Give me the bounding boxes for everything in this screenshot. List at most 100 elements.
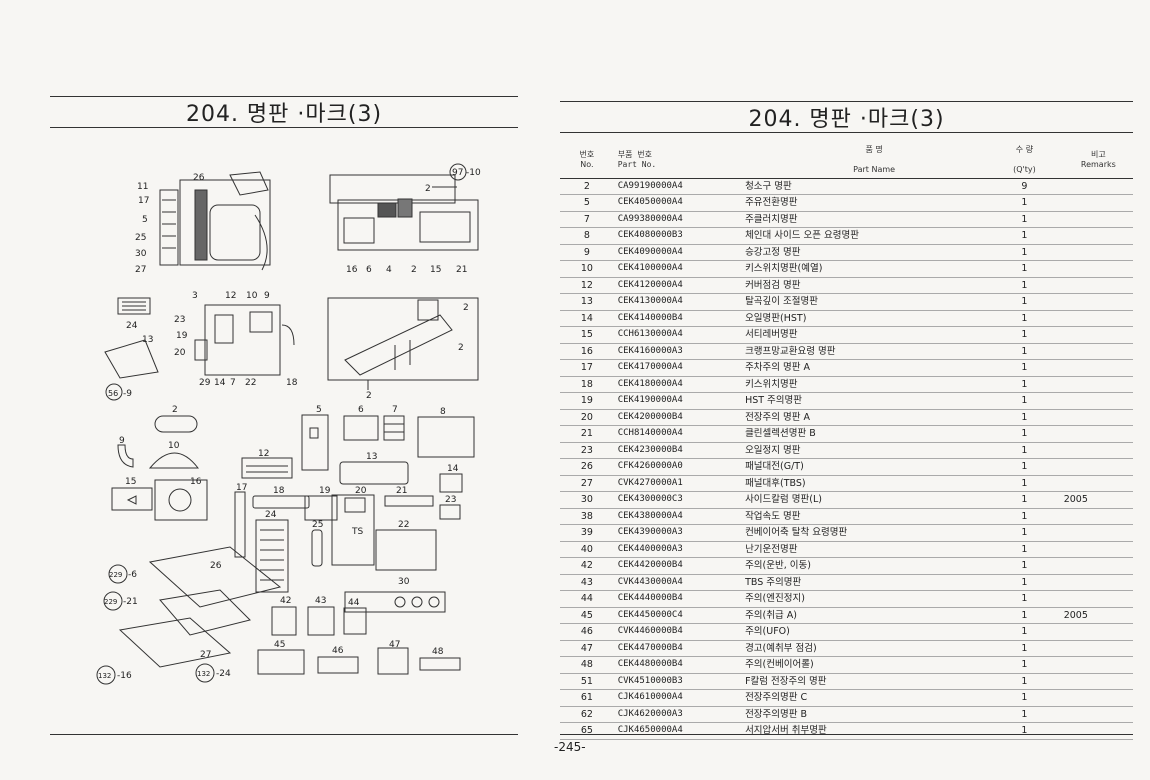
cell-part-no: CEK4390000A3 — [613, 524, 740, 542]
cell-part-name: 키스위치명판(예열) — [739, 260, 1004, 278]
cell-remarks — [1045, 590, 1133, 608]
kit-132b: 132 — [197, 670, 210, 678]
plate-19: 19 — [319, 486, 331, 496]
cell-no: 61 — [560, 689, 614, 707]
cell-no: 23 — [560, 442, 614, 459]
cell-part-name: 주유전환명판 — [739, 194, 1004, 212]
cell-no: 43 — [560, 574, 614, 591]
cell-part-no: CEK4470000B4 — [613, 640, 740, 657]
cell-part-name: 전장주의 명판 A — [739, 409, 1004, 426]
cell-no: 65 — [560, 722, 614, 740]
cell-part-name: 작업속도 명판 — [739, 508, 1004, 525]
cell-qty: 1 — [1003, 557, 1046, 575]
cell-remarks — [1045, 376, 1133, 393]
cell-part-name: 주의(엔진정지) — [739, 590, 1004, 608]
cell-no: 13 — [560, 293, 614, 311]
cell-remarks — [1045, 689, 1133, 707]
cell-part-no: CEK4140000B4 — [613, 310, 740, 327]
cell-no: 16 — [560, 343, 614, 360]
callout-5: 5 — [142, 215, 148, 225]
cell-part-no: CEK4440000B4 — [613, 590, 740, 608]
right-page: 204. 명판 ·마크(3) 번호 No. 부품 번호 Part No. 품 명… — [554, 0, 1150, 780]
kit-24: -24 — [216, 669, 231, 679]
cell-remarks — [1045, 508, 1133, 525]
plate-43: 43 — [315, 596, 326, 606]
cell-part-name: 전장주의명판 C — [739, 689, 1004, 707]
callout-26: 26 — [193, 173, 205, 183]
cell-no: 5 — [560, 194, 614, 212]
cell-part-name: 주클러치명판 — [739, 211, 1004, 228]
cell-qty: 1 — [1003, 442, 1046, 459]
cell-no: 7 — [560, 211, 614, 228]
cell-part-name: 난기운전명판 — [739, 541, 1004, 558]
cell-no: 15 — [560, 326, 614, 344]
cell-qty: 1 — [1003, 409, 1046, 426]
callout-12: 12 — [225, 291, 236, 301]
cell-part-no: CVK4270000A1 — [613, 475, 740, 492]
plate-22: 22 — [398, 520, 409, 530]
cell-qty: 1 — [1003, 343, 1046, 360]
cell-part-no: CEK4300000C3 — [613, 491, 740, 509]
callout-2a: 2 — [425, 184, 431, 194]
plate-18: 18 — [273, 486, 285, 496]
cell-part-name: 주의(컨베이어롤) — [739, 656, 1004, 674]
cell-part-no: CEK4480000B4 — [613, 656, 740, 674]
cell-qty: 1 — [1003, 211, 1046, 228]
cell-part-no: CEK4230000B4 — [613, 442, 740, 459]
callout-9b: -9 — [123, 389, 132, 399]
callout-2c: 2 — [463, 303, 469, 313]
cell-qty: 1 — [1003, 623, 1046, 641]
plate-26: 26 — [210, 561, 222, 571]
cell-remarks — [1045, 293, 1133, 311]
plate-12: 12 — [258, 449, 269, 459]
cell-part-name: 컨베이어축 탈착 요령명판 — [739, 524, 1004, 542]
left-page: 204. 명판 ·마크(3) 11 17 26 5 25 30 27 — [0, 0, 560, 780]
cell-part-name: 서지압서버 취부명판 — [739, 722, 1004, 740]
cell-remarks — [1045, 178, 1133, 195]
callout-2d: 2 — [458, 343, 464, 353]
cell-part-no: CEK4190000A4 — [613, 392, 740, 410]
plate-5: 5 — [316, 405, 322, 415]
cell-part-name: 오일정지 명판 — [739, 442, 1004, 459]
plate-47: 47 — [389, 640, 400, 650]
cell-qty: 1 — [1003, 673, 1046, 690]
cell-no: 38 — [560, 508, 614, 525]
cell-qty: 1 — [1003, 475, 1046, 492]
cell-part-no: CVK4430000A4 — [613, 574, 740, 591]
header-part-no: 부품 번호 Part No. — [617, 149, 657, 169]
cell-qty: 1 — [1003, 508, 1046, 525]
plate-24: 24 — [265, 510, 277, 520]
cell-qty: 1 — [1003, 392, 1046, 410]
cell-no: 42 — [560, 557, 614, 575]
cell-remarks — [1045, 623, 1133, 641]
cell-part-name: 주의(취급 A) — [739, 607, 1004, 624]
cell-remarks — [1045, 524, 1133, 542]
callout-23: 23 — [174, 315, 185, 325]
cell-qty: 1 — [1003, 590, 1046, 608]
cell-part-no: CEK4100000A4 — [613, 260, 740, 278]
cell-qty: 1 — [1003, 689, 1046, 707]
plate-25: 25 — [312, 520, 323, 530]
callout-18: 18 — [286, 378, 298, 388]
plate-13: 13 — [366, 452, 377, 462]
cell-no: 46 — [560, 623, 614, 641]
cell-part-no: CEK4130000A4 — [613, 293, 740, 311]
callout-21: 21 — [456, 265, 467, 275]
cell-part-no: CEK4050000A4 — [613, 194, 740, 212]
cell-remarks — [1045, 392, 1133, 410]
cell-no: 30 — [560, 491, 614, 509]
cell-remarks — [1045, 425, 1133, 443]
cell-qty: 1 — [1003, 574, 1046, 591]
callout-6: 6 — [366, 265, 372, 275]
cell-part-no: CA99380000A4 — [613, 211, 740, 228]
